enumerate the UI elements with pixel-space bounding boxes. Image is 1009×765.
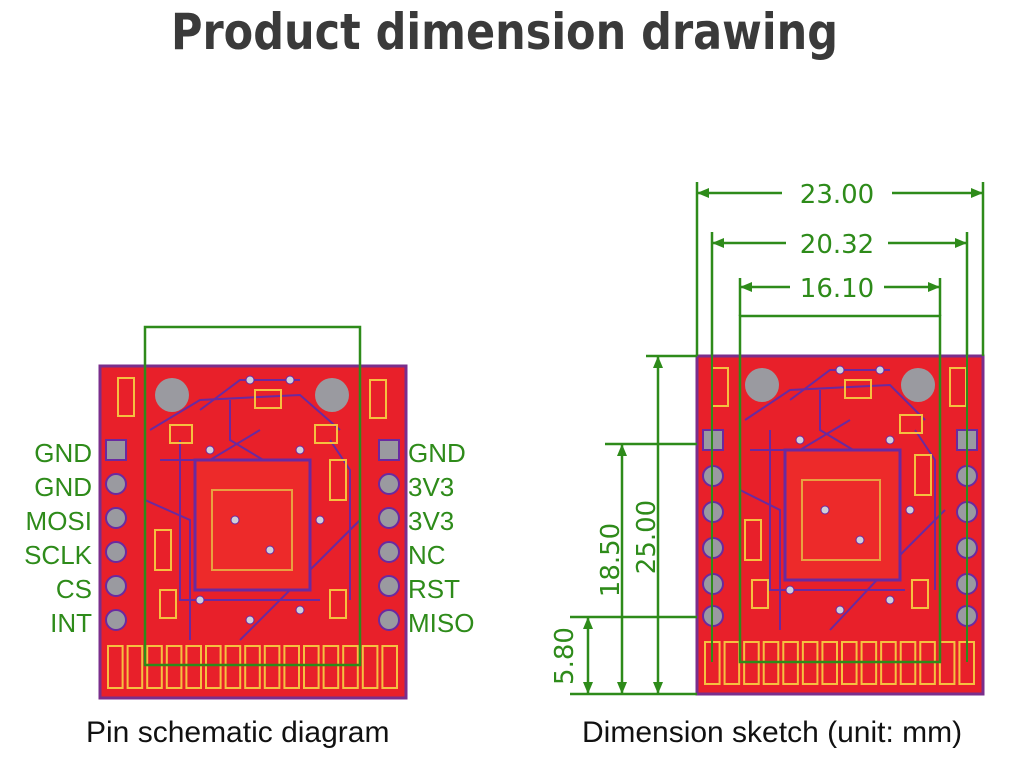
right-pin-labels: GND 3V3 3V3 NC RST MISO: [408, 438, 474, 638]
pin-label-left-5: CS: [56, 574, 92, 604]
dim-width-outer: 23.00: [800, 180, 874, 210]
left-pin-header-right: [378, 439, 400, 631]
dim-height-pins: 18.50: [596, 523, 626, 597]
pin-label-right-4: NC: [408, 540, 446, 570]
bottom-pad: [126, 645, 144, 689]
bottom-pad: [185, 645, 202, 689]
bottom-pad: [361, 645, 379, 689]
left-pcb-board: [98, 325, 408, 700]
left-bottom-pads: [107, 645, 398, 689]
dim-width-inner: 16.10: [800, 274, 874, 304]
bottom-pad: [283, 645, 300, 689]
bottom-pad: [303, 645, 320, 689]
dim-width-pins: 20.32: [800, 230, 874, 260]
bottom-pad: [263, 645, 281, 689]
bottom-pad: [322, 645, 340, 689]
pin-label-left-1: GND: [34, 438, 92, 468]
page-title: Product dimension drawing: [170, 3, 839, 61]
pin-label-right-6: MISO: [408, 608, 474, 638]
bottom-pad: [146, 645, 163, 689]
bottom-pad: [342, 645, 359, 689]
dimension-annotations: [570, 182, 985, 696]
bottom-pad: [107, 645, 124, 689]
bottom-pad: [244, 645, 261, 689]
bottom-pad: [165, 645, 183, 689]
pin-label-left-3: MOSI: [26, 506, 92, 536]
pin-label-right-1: GND: [408, 438, 466, 468]
dim-height-outer: 25.00: [632, 500, 662, 574]
right-traces: [739, 369, 946, 631]
left-caption: Pin schematic diagram: [86, 716, 390, 749]
pin-label-left-4: SCLK: [24, 540, 93, 570]
left-pin-header-left: [105, 439, 127, 631]
pin-label-left-6: INT: [50, 608, 92, 638]
pin-label-right-2: 3V3: [408, 472, 454, 502]
pin-label-left-2: GND: [34, 472, 92, 502]
left-pin-labels: GND GND MOSI SCLK CS INT: [24, 438, 93, 638]
right-caption: Dimension sketch (unit: mm): [582, 716, 963, 749]
right-pcb-board: [695, 314, 985, 696]
pin-label-right-3: 3V3: [408, 506, 454, 536]
dim-height-bottom: 5.80: [550, 627, 580, 685]
pin-label-right-5: RST: [408, 574, 460, 604]
dimension-labels: 23.00 20.32 16.10 25.00 18.50 5.80: [550, 180, 874, 685]
bottom-pad: [224, 645, 242, 689]
left-traces: [144, 379, 361, 641]
bottom-pad: [381, 645, 398, 689]
bottom-pad: [205, 645, 222, 689]
